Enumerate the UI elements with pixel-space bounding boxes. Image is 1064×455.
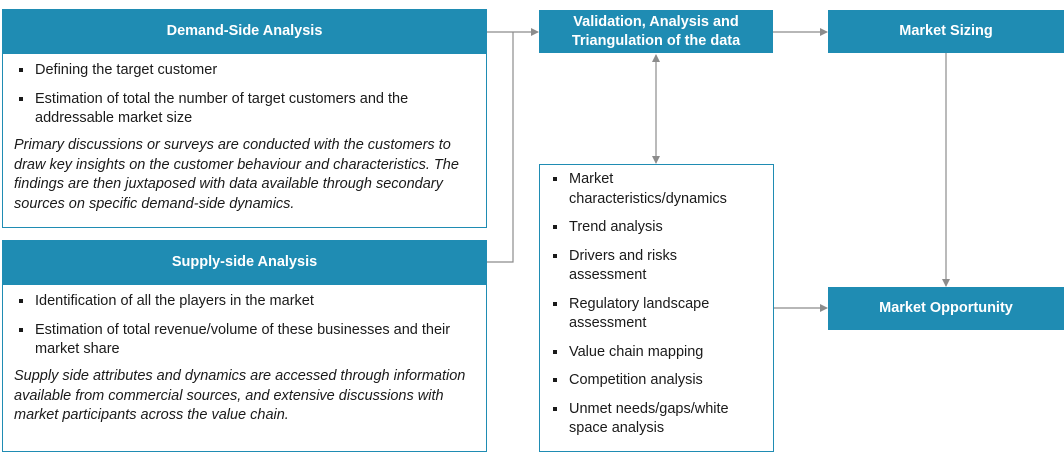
list-item: Value chain mapping [547, 343, 762, 363]
list-item: Estimation of total the number of target… [13, 90, 473, 129]
supply-connector [487, 32, 514, 263]
supply-side-title: Supply-side Analysis [2, 240, 487, 285]
list-item: Identification of all the players in the… [13, 292, 473, 312]
list-item: Market characteristics/dynamics [547, 170, 762, 209]
validation-title-line2: Triangulation of the data [571, 32, 741, 49]
analysis-factors-panel: Market characteristics/dynamics Trend an… [539, 164, 774, 452]
validation-box: Validation, Analysis and Triangulation o… [539, 10, 773, 53]
list-item: Unmet needs/gaps/white space analysis [547, 400, 762, 439]
list-item: Defining the target customer [13, 61, 473, 81]
list-item: Regulatory landscape assessment [547, 295, 762, 334]
list-item: Competition analysis [547, 371, 762, 391]
demand-side-title: Demand-Side Analysis [2, 9, 487, 54]
demand-note: Primary discussions or surveys are condu… [14, 137, 459, 212]
list-item: Estimation of total revenue/volume of th… [13, 321, 473, 360]
validation-title-line1: Validation, Analysis and [573, 13, 739, 30]
supply-side-panel: Supply-side Analysis Identification of a… [2, 240, 487, 452]
factors-list: Market characteristics/dynamics Trend an… [547, 170, 762, 439]
supply-note: Supply side attributes and dynamics are … [14, 368, 466, 423]
market-opportunity-box: Market Opportunity [828, 287, 1064, 330]
demand-side-panel: Demand-Side Analysis Defining the target… [2, 9, 487, 228]
market-sizing-box: Market Sizing [828, 10, 1064, 53]
list-item: Trend analysis [547, 218, 762, 238]
list-item: Drivers and risks assessment [547, 247, 762, 286]
supply-bullets: Identification of all the players in the… [13, 292, 473, 360]
demand-bullets: Defining the target customer Estimation … [13, 61, 473, 129]
